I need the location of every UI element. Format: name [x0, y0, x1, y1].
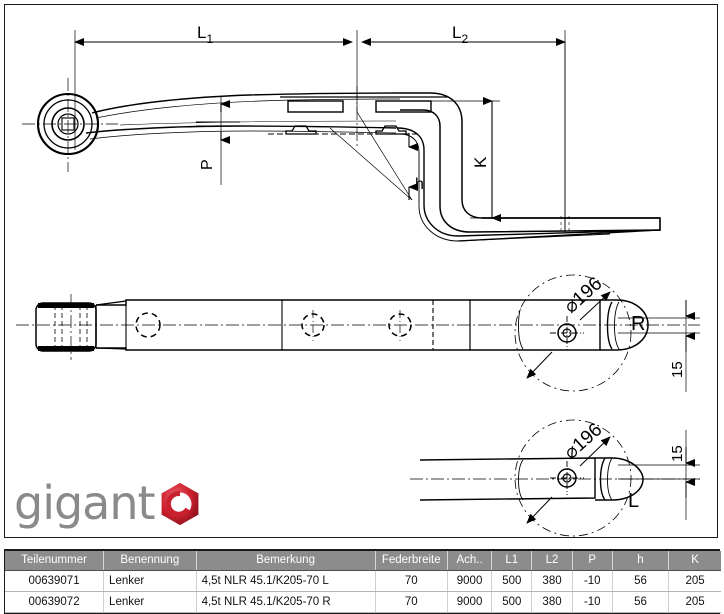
drawing-frame	[4, 4, 718, 538]
technical-drawing-canvas: L1 L2 P h K R ⌀196 15 L ⌀196 15	[16, 23, 700, 537]
bolt-symbol-L	[550, 461, 584, 495]
cell-l2: 380	[531, 591, 573, 613]
cell-benennung: Lenker	[103, 570, 197, 592]
cell-bemerkung: 4,5t NLR 45.1/K205-70 R	[196, 591, 376, 613]
company-logo: gigant	[6, 472, 206, 534]
spring-eye	[22, 78, 118, 172]
cell-k: 205	[668, 591, 721, 613]
col-header-teilenummer[interactable]: Teilenummer	[5, 551, 105, 571]
col-header-l1[interactable]: L1	[491, 551, 533, 571]
col-header-achslast[interactable]: Ach..	[447, 551, 493, 571]
label-L2: L2	[452, 23, 468, 46]
col-header-p[interactable]: P	[572, 551, 613, 571]
cell-h: 56	[612, 591, 670, 613]
cell-federbreite: 70	[375, 570, 448, 592]
hex-nut-icon	[161, 482, 198, 526]
label-L1: L1	[197, 23, 213, 46]
detail-label-R: R	[631, 313, 645, 335]
cell-p: -10	[572, 591, 613, 613]
cell-l1: 500	[491, 591, 533, 613]
col-header-benennung[interactable]: Benennung	[103, 551, 197, 571]
col-header-federbreite[interactable]: Federbreite	[375, 551, 448, 571]
dim-h	[329, 111, 418, 201]
table-header-row: Teilenummer Benennung Bemerkung Federbre…	[5, 551, 721, 571]
side-view	[22, 30, 661, 242]
parts-table: Teilenummer Benennung Bemerkung Federbre…	[5, 551, 721, 613]
bracket-left	[285, 125, 317, 135]
parts-table-wrapper: Teilenummer Benennung Bemerkung Federbre…	[4, 549, 721, 614]
cell-l1: 500	[491, 570, 533, 592]
table-row[interactable]: 00639072 Lenker 4,5t NLR 45.1/K205-70 R …	[5, 591, 721, 613]
dim-15-lower	[618, 430, 700, 520]
diameter-note-L: ⌀196	[560, 419, 606, 463]
cell-l2: 380	[531, 570, 573, 592]
cell-p: -10	[572, 570, 613, 592]
clamp-pad-right	[375, 100, 432, 113]
col-header-h[interactable]: h	[612, 551, 670, 571]
clamp-pad-left	[287, 100, 344, 113]
cell-h: 56	[612, 570, 670, 592]
cell-federbreite: 70	[375, 591, 448, 613]
col-header-l2[interactable]: L2	[531, 551, 573, 571]
plan-view-lower	[410, 419, 700, 537]
thickness-15-upper: 15	[669, 361, 686, 378]
cell-achslast: 9000	[447, 570, 493, 592]
label-K: K	[471, 156, 490, 168]
detail-circle-L	[514, 419, 632, 537]
dia-leader-R	[526, 291, 611, 379]
cell-benennung: Lenker	[103, 591, 197, 613]
thickness-15-lower: 15	[669, 445, 686, 462]
cell-k: 205	[668, 570, 721, 592]
bolt-symbol-R	[550, 316, 584, 350]
label-P: P	[199, 159, 216, 170]
logo-wordmark: gigant	[14, 476, 156, 530]
cell-teilenummer: 00639071	[5, 570, 105, 592]
detail-label-L: L	[628, 490, 639, 512]
dim-P	[196, 96, 240, 185]
cell-bemerkung: 4,5t NLR 45.1/K205-70 L	[196, 570, 376, 592]
dia-leader-L	[526, 436, 611, 524]
dim-15-upper	[618, 300, 700, 392]
bracket-right	[375, 125, 407, 135]
table-row[interactable]: 00639071 Lenker 4,5t NLR 45.1/K205-70 L …	[5, 570, 721, 592]
plan-view-upper	[16, 274, 700, 392]
col-header-k[interactable]: K	[668, 551, 721, 571]
dim-K	[418, 97, 501, 222]
cell-achslast: 9000	[447, 591, 493, 613]
cell-teilenummer: 00639072	[5, 591, 105, 613]
label-h: h	[415, 176, 424, 193]
col-header-bemerkung[interactable]: Bemerkung	[196, 551, 376, 571]
